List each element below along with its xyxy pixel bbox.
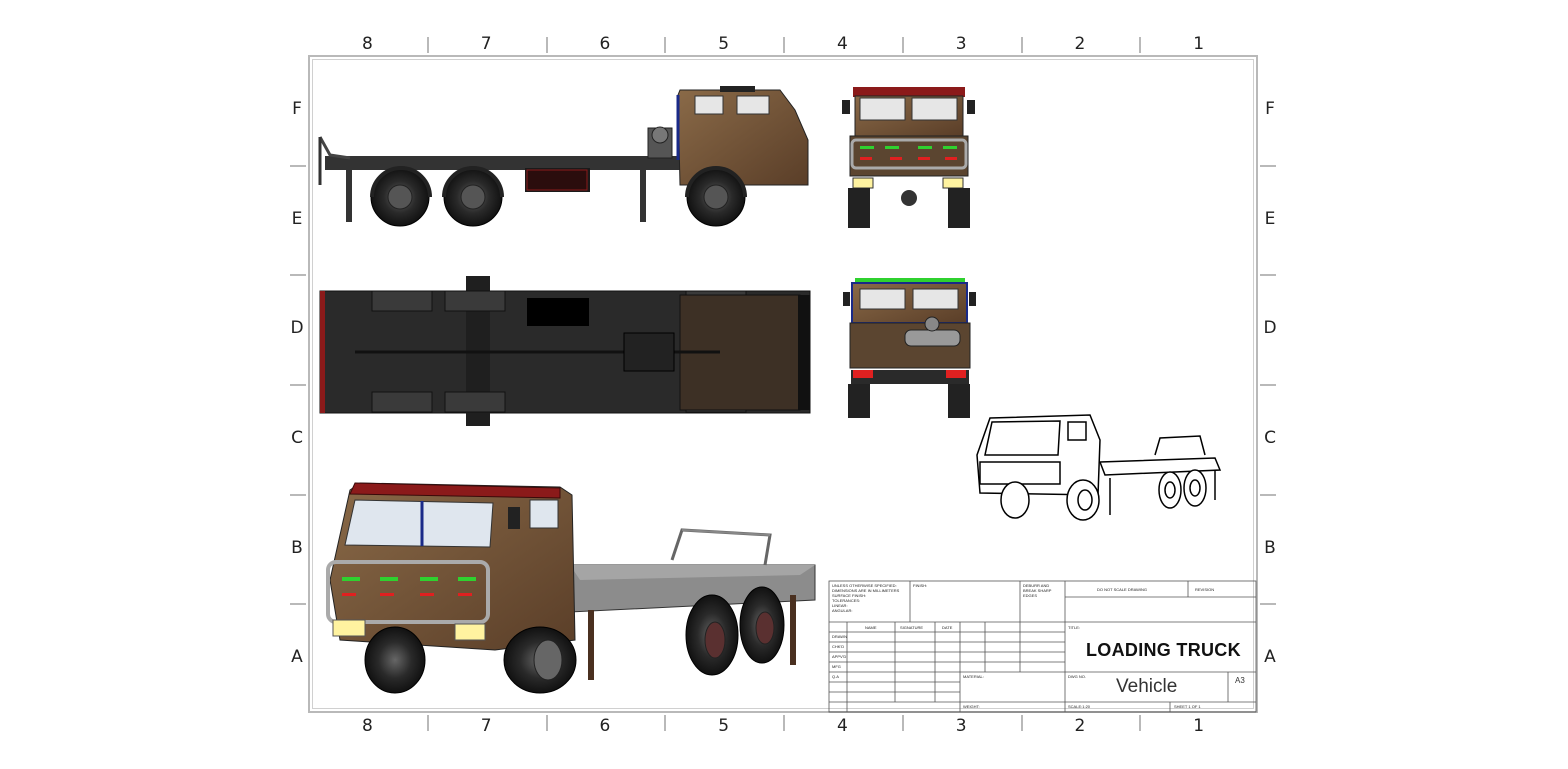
zone-row-label: B — [291, 537, 303, 558]
zone-tick — [290, 274, 306, 277]
note-line: TOLERANCES: — [832, 598, 861, 603]
zone-tick — [1260, 164, 1276, 167]
zone-row-label: D — [1263, 318, 1277, 339]
zone-tick — [290, 603, 306, 606]
tolerance-notes: UNLESS OTHERWISE SPECIFIED: DIMENSIONS A… — [832, 583, 908, 613]
zone-column-label: 1 — [1193, 34, 1205, 54]
row-qa: Q.A — [832, 674, 839, 679]
zone-row-label: A — [1264, 647, 1276, 668]
zone-row-label: F — [292, 98, 302, 119]
zone-tick — [664, 715, 667, 731]
zone-tick — [1020, 715, 1023, 731]
zone-tick — [783, 715, 785, 731]
front-view — [842, 87, 975, 228]
zone-row-label: C — [1264, 427, 1276, 448]
zone-row-label: E — [291, 208, 303, 229]
title-label: TITLE: — [1068, 625, 1081, 630]
deburr-label: DEBURR AND BREAK SHARP EDGES — [1023, 583, 1052, 598]
note-line: LINEAR: — [832, 603, 848, 608]
zone-column-label: 1 — [1193, 716, 1205, 736]
zone-tick — [545, 37, 548, 53]
zone-tick — [290, 384, 306, 386]
zone-column-label: 2 — [1074, 716, 1086, 736]
zone-tick — [783, 37, 785, 53]
zone-column-label: 6 — [599, 34, 611, 54]
zone-tick — [290, 164, 306, 167]
drawing-sheet-border — [308, 55, 1258, 713]
zone-tick — [1260, 603, 1276, 606]
sheet-label: SHEET 1 OF 1 — [1174, 704, 1201, 709]
material-label: MATERIAL: — [963, 674, 984, 679]
zone-tick — [1260, 493, 1276, 496]
revision-label: REVISION — [1195, 587, 1215, 592]
zone-row-label: C — [291, 427, 303, 448]
note-line: DIMENSIONS ARE IN MILLIMETERS — [832, 588, 900, 593]
zone-column-label: 7 — [480, 34, 492, 54]
zone-column-label: 5 — [718, 716, 730, 736]
col-signature: SIGNATURE — [900, 625, 924, 630]
zone-tick — [664, 37, 667, 53]
zone-column-label: 8 — [361, 34, 373, 54]
zone-tick — [1139, 37, 1142, 53]
dwg-no-label: DWG NO. — [1068, 674, 1086, 679]
zone-row-label: E — [1264, 208, 1276, 229]
zone-row-label: A — [291, 647, 303, 668]
zone-column-label: 4 — [836, 716, 848, 736]
do-not-scale-label: DO NOT SCALE DRAWING — [1097, 587, 1148, 592]
title-block-grid — [828, 580, 1257, 713]
zone-tick — [545, 715, 548, 731]
zone-row-label: D — [290, 318, 304, 339]
col-name: NAME — [865, 625, 877, 630]
zone-column-label: 5 — [718, 34, 730, 54]
isometric-colored-view — [326, 482, 816, 694]
zone-row-label: F — [1265, 98, 1275, 119]
isometric-line-view — [976, 414, 1222, 521]
note-line: SURFACE FINISH: — [832, 593, 867, 598]
zone-tick — [1020, 37, 1023, 53]
drawing-number: Vehicle — [1116, 676, 1178, 697]
zone-column-label: 3 — [955, 34, 967, 54]
zone-column-label: 7 — [480, 716, 492, 736]
note-line: ANGULAR: — [832, 608, 853, 613]
side-view — [318, 86, 809, 227]
sheet-size: A3 — [1235, 676, 1245, 685]
drawing-title: LOADING TRUCK — [1086, 640, 1241, 660]
top-view — [319, 276, 811, 426]
zone-column-label: 2 — [1074, 34, 1086, 54]
zone-column-label: 6 — [599, 716, 611, 736]
zone-tick — [1139, 715, 1142, 731]
row-approved: APPV'D — [832, 654, 847, 659]
zone-tick — [290, 493, 306, 496]
scale-label: SCALE:1:20 — [1068, 704, 1091, 709]
rear-view — [843, 278, 976, 418]
zone-tick — [901, 37, 904, 53]
zone-column-label: 8 — [361, 716, 373, 736]
row-mfg: MFG — [832, 664, 841, 669]
weight-label: WEIGHT: — [963, 704, 980, 709]
zone-row-label: B — [1264, 537, 1276, 558]
zone-tick — [1260, 384, 1276, 386]
row-checked: CHK'D — [832, 644, 845, 649]
col-date: DATE — [942, 625, 953, 630]
zone-tick — [901, 715, 904, 731]
zone-column-label: 4 — [836, 34, 848, 54]
finish-label: FINISH: — [913, 583, 928, 588]
zone-tick — [426, 715, 429, 731]
row-drawn: DRAWN — [832, 634, 847, 639]
zone-tick — [1260, 274, 1276, 277]
zone-tick — [426, 37, 429, 53]
zone-column-label: 3 — [955, 716, 967, 736]
note-line: UNLESS OTHERWISE SPECIFIED: — [832, 583, 897, 588]
